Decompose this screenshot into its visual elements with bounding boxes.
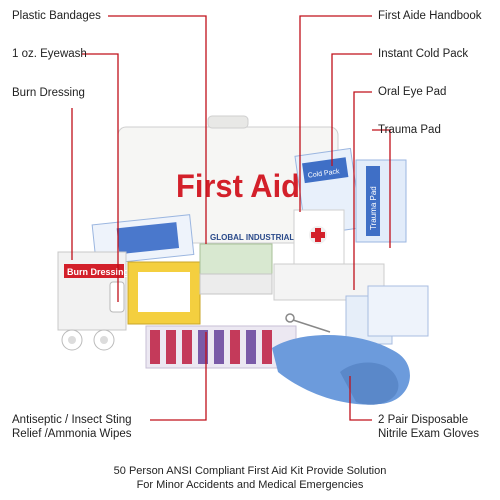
burn-dressing-box: Burn Dressing — [57, 251, 129, 331]
svg-text:Cold Pack: Cold Pack — [307, 168, 340, 179]
brand-logo: GLOBAL INDUSTRIAL — [210, 233, 294, 242]
nitrile-gloves — [272, 334, 410, 405]
svg-text:Trauma Pad: Trauma Pad — [369, 186, 378, 230]
bandage-box — [127, 261, 201, 325]
scissors — [285, 313, 331, 333]
trauma-pad: Trauma Pad — [355, 159, 407, 243]
label-antiseptic-wipes: Antiseptic / Insect Sting Relief /Ammoni… — [12, 414, 132, 440]
eye-pads — [273, 263, 429, 345]
case-title: First Aid — [176, 168, 300, 204]
svg-text:Burn Dressing: Burn Dressing — [67, 267, 129, 277]
label-trauma-pad: Trauma Pad — [378, 124, 441, 136]
first-aid-case: First Aid GLOBAL INDUSTRIAL — [117, 115, 339, 244]
label-plastic-bandages: Plastic Bandages — [12, 10, 101, 22]
eyewash-bottle — [109, 281, 125, 313]
label-burn-dressing: Burn Dressing — [12, 87, 85, 99]
callout-lines — [71, 15, 391, 421]
label-instant-cold-pack: Instant Cold Pack — [378, 48, 469, 60]
label-eyewash: 1 oz. Eyewash — [12, 48, 87, 60]
label-oral-eye-pad: Oral Eye Pad — [378, 86, 447, 98]
wipe-packets — [145, 325, 297, 369]
label-first-aide-handbook: First Aide Handbook — [378, 10, 482, 22]
bandage-strips — [199, 243, 273, 295]
label-nitrile-gloves: 2 Pair Disposable Nitrile Exam Gloves — [378, 414, 479, 440]
caption: 50 Person ANSI Compliant First Aid Kit P… — [113, 465, 387, 491]
handbook — [293, 209, 345, 267]
